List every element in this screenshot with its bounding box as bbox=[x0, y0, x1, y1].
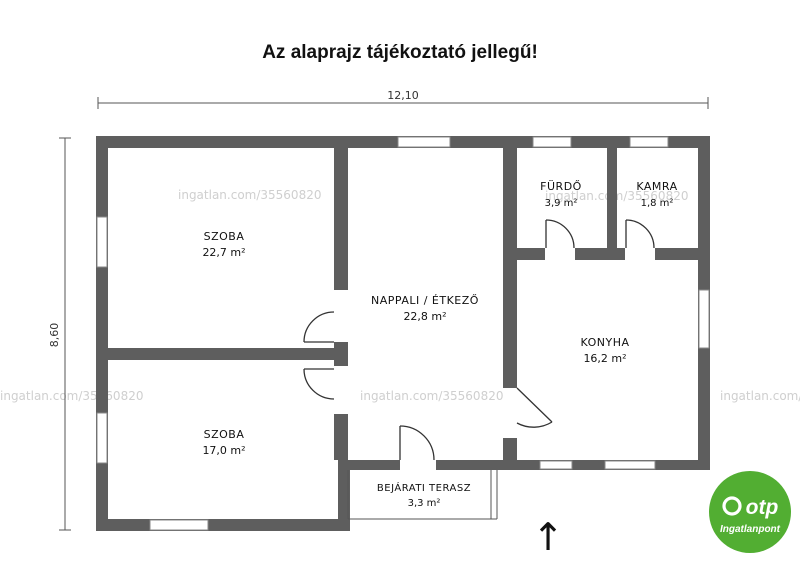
room-area: 3,9 m² bbox=[545, 198, 578, 209]
room-name: NAPPALI / ÉTKEZŐ bbox=[371, 293, 479, 307]
room-szoba-2: SZOBA 17,0 m² bbox=[202, 428, 245, 457]
watermark-text: ingatlan.com/35560820 bbox=[178, 188, 321, 202]
otp-logo-subtitle: Ingatlanpont bbox=[720, 524, 781, 535]
room-nappali: NAPPALI / ÉTKEZŐ 22,8 m² bbox=[371, 293, 479, 323]
room-terasz: BEJÁRATI TERASZ 3,3 m² bbox=[377, 481, 471, 509]
room-name: KAMRA bbox=[636, 180, 677, 193]
room-name: FÜRDŐ bbox=[540, 179, 582, 193]
watermark-text: ingatlan.com/35560820 bbox=[0, 389, 143, 403]
otp-logo-circle bbox=[709, 471, 791, 553]
watermark-text: ingatlan.com/35560820 bbox=[720, 389, 800, 403]
room-area: 16,2 m² bbox=[583, 352, 626, 365]
room-konyha: KONYHA 16,2 m² bbox=[580, 336, 629, 365]
room-area: 22,8 m² bbox=[403, 310, 446, 323]
width-dimension: 12,10 bbox=[97, 89, 709, 109]
room-name: SZOBA bbox=[204, 428, 245, 441]
room-area: 1,8 m² bbox=[641, 198, 674, 209]
room-area: 22,7 m² bbox=[202, 246, 245, 259]
room-furdo: FÜRDŐ 3,9 m² bbox=[540, 179, 582, 209]
room-area: 17,0 m² bbox=[202, 444, 245, 457]
room-name: BEJÁRATI TERASZ bbox=[377, 481, 471, 494]
entrance-arrow-icon: ↑ bbox=[532, 515, 564, 559]
terrace-outline bbox=[347, 470, 498, 520]
otp-logo: otp Ingatlanpont bbox=[709, 471, 791, 553]
width-label: 12,10 bbox=[387, 89, 419, 102]
room-name: KONYHA bbox=[580, 336, 629, 349]
otp-logo-mark-icon bbox=[722, 496, 742, 516]
room-szoba-1: SZOBA 22,7 m² bbox=[202, 230, 245, 259]
doors bbox=[303, 219, 655, 470]
room-kamra: KAMRA 1,8 m² bbox=[636, 180, 677, 209]
otp-logo-name: otp bbox=[746, 496, 779, 519]
room-name: SZOBA bbox=[204, 230, 245, 243]
windows bbox=[96, 136, 710, 531]
height-label: 8,60 bbox=[48, 323, 61, 348]
watermarks: ingatlan.com/35560820 ingatlan.com/35560… bbox=[0, 188, 800, 403]
plan-title: Az alaprajz tájékoztató jellegű! bbox=[262, 42, 538, 63]
watermark-text: ingatlan.com/35560820 bbox=[360, 389, 503, 403]
room-area: 3,3 m² bbox=[408, 498, 441, 509]
height-dimension: 8,60 bbox=[48, 137, 71, 531]
